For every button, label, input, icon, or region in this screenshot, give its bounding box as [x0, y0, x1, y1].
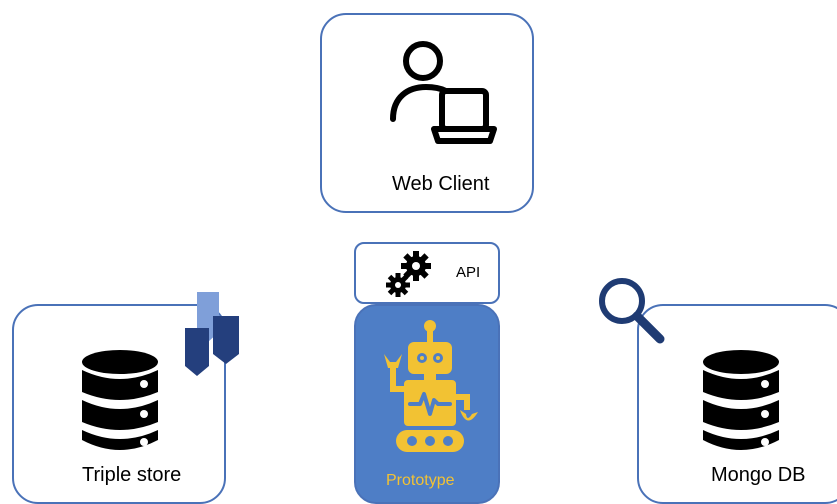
api-node: API [354, 242, 500, 304]
user-laptop-icon [390, 41, 497, 144]
prototype-label: Prototype [386, 472, 455, 489]
linked-shapes-icon [185, 292, 239, 376]
robot-icon [384, 320, 478, 452]
prototype-node: Prototype [354, 304, 500, 504]
database-icon [82, 350, 158, 450]
database-icon [703, 350, 779, 450]
web-client-node: Web Client [320, 13, 534, 213]
magnifier-icon [599, 278, 665, 344]
web-client-label: Web Client [392, 173, 490, 195]
mongo-db-label: Mongo DB [711, 464, 806, 486]
gears-icon [386, 251, 431, 297]
api-label: API [456, 264, 481, 281]
mongo-db-node: Mongo DB [637, 304, 837, 504]
triple-store-label: Triple store [82, 464, 182, 486]
